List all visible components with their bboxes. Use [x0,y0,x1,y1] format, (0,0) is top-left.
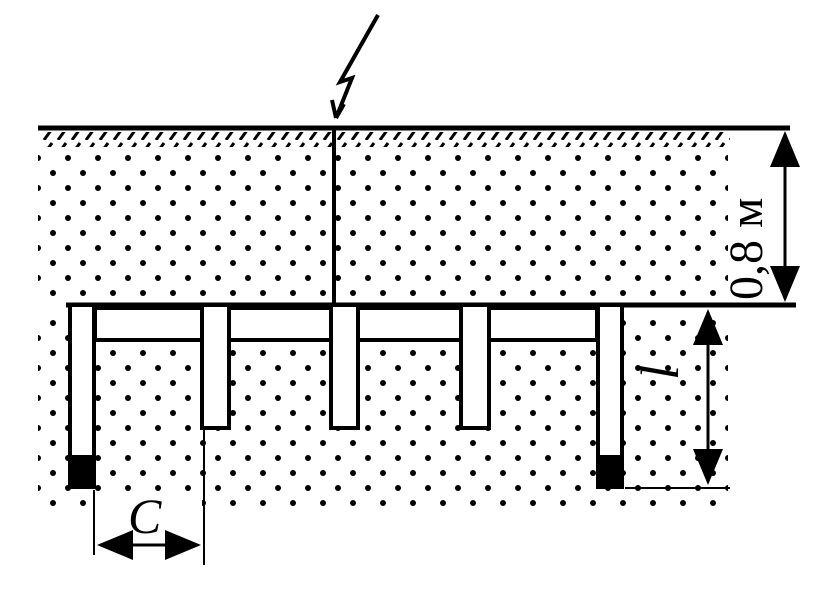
lightning-icon [330,14,380,119]
electrode [200,303,231,430]
spacing-label: C [128,488,162,544]
electrode [596,303,624,489]
electrode [68,303,96,489]
electrode [459,303,491,430]
surface-hatch [40,132,730,147]
lower-soil [38,315,728,515]
electrode [329,303,360,430]
length-label: l [630,365,690,380]
upper-soil [38,150,728,300]
depth-label: 0,8 м [720,198,773,300]
